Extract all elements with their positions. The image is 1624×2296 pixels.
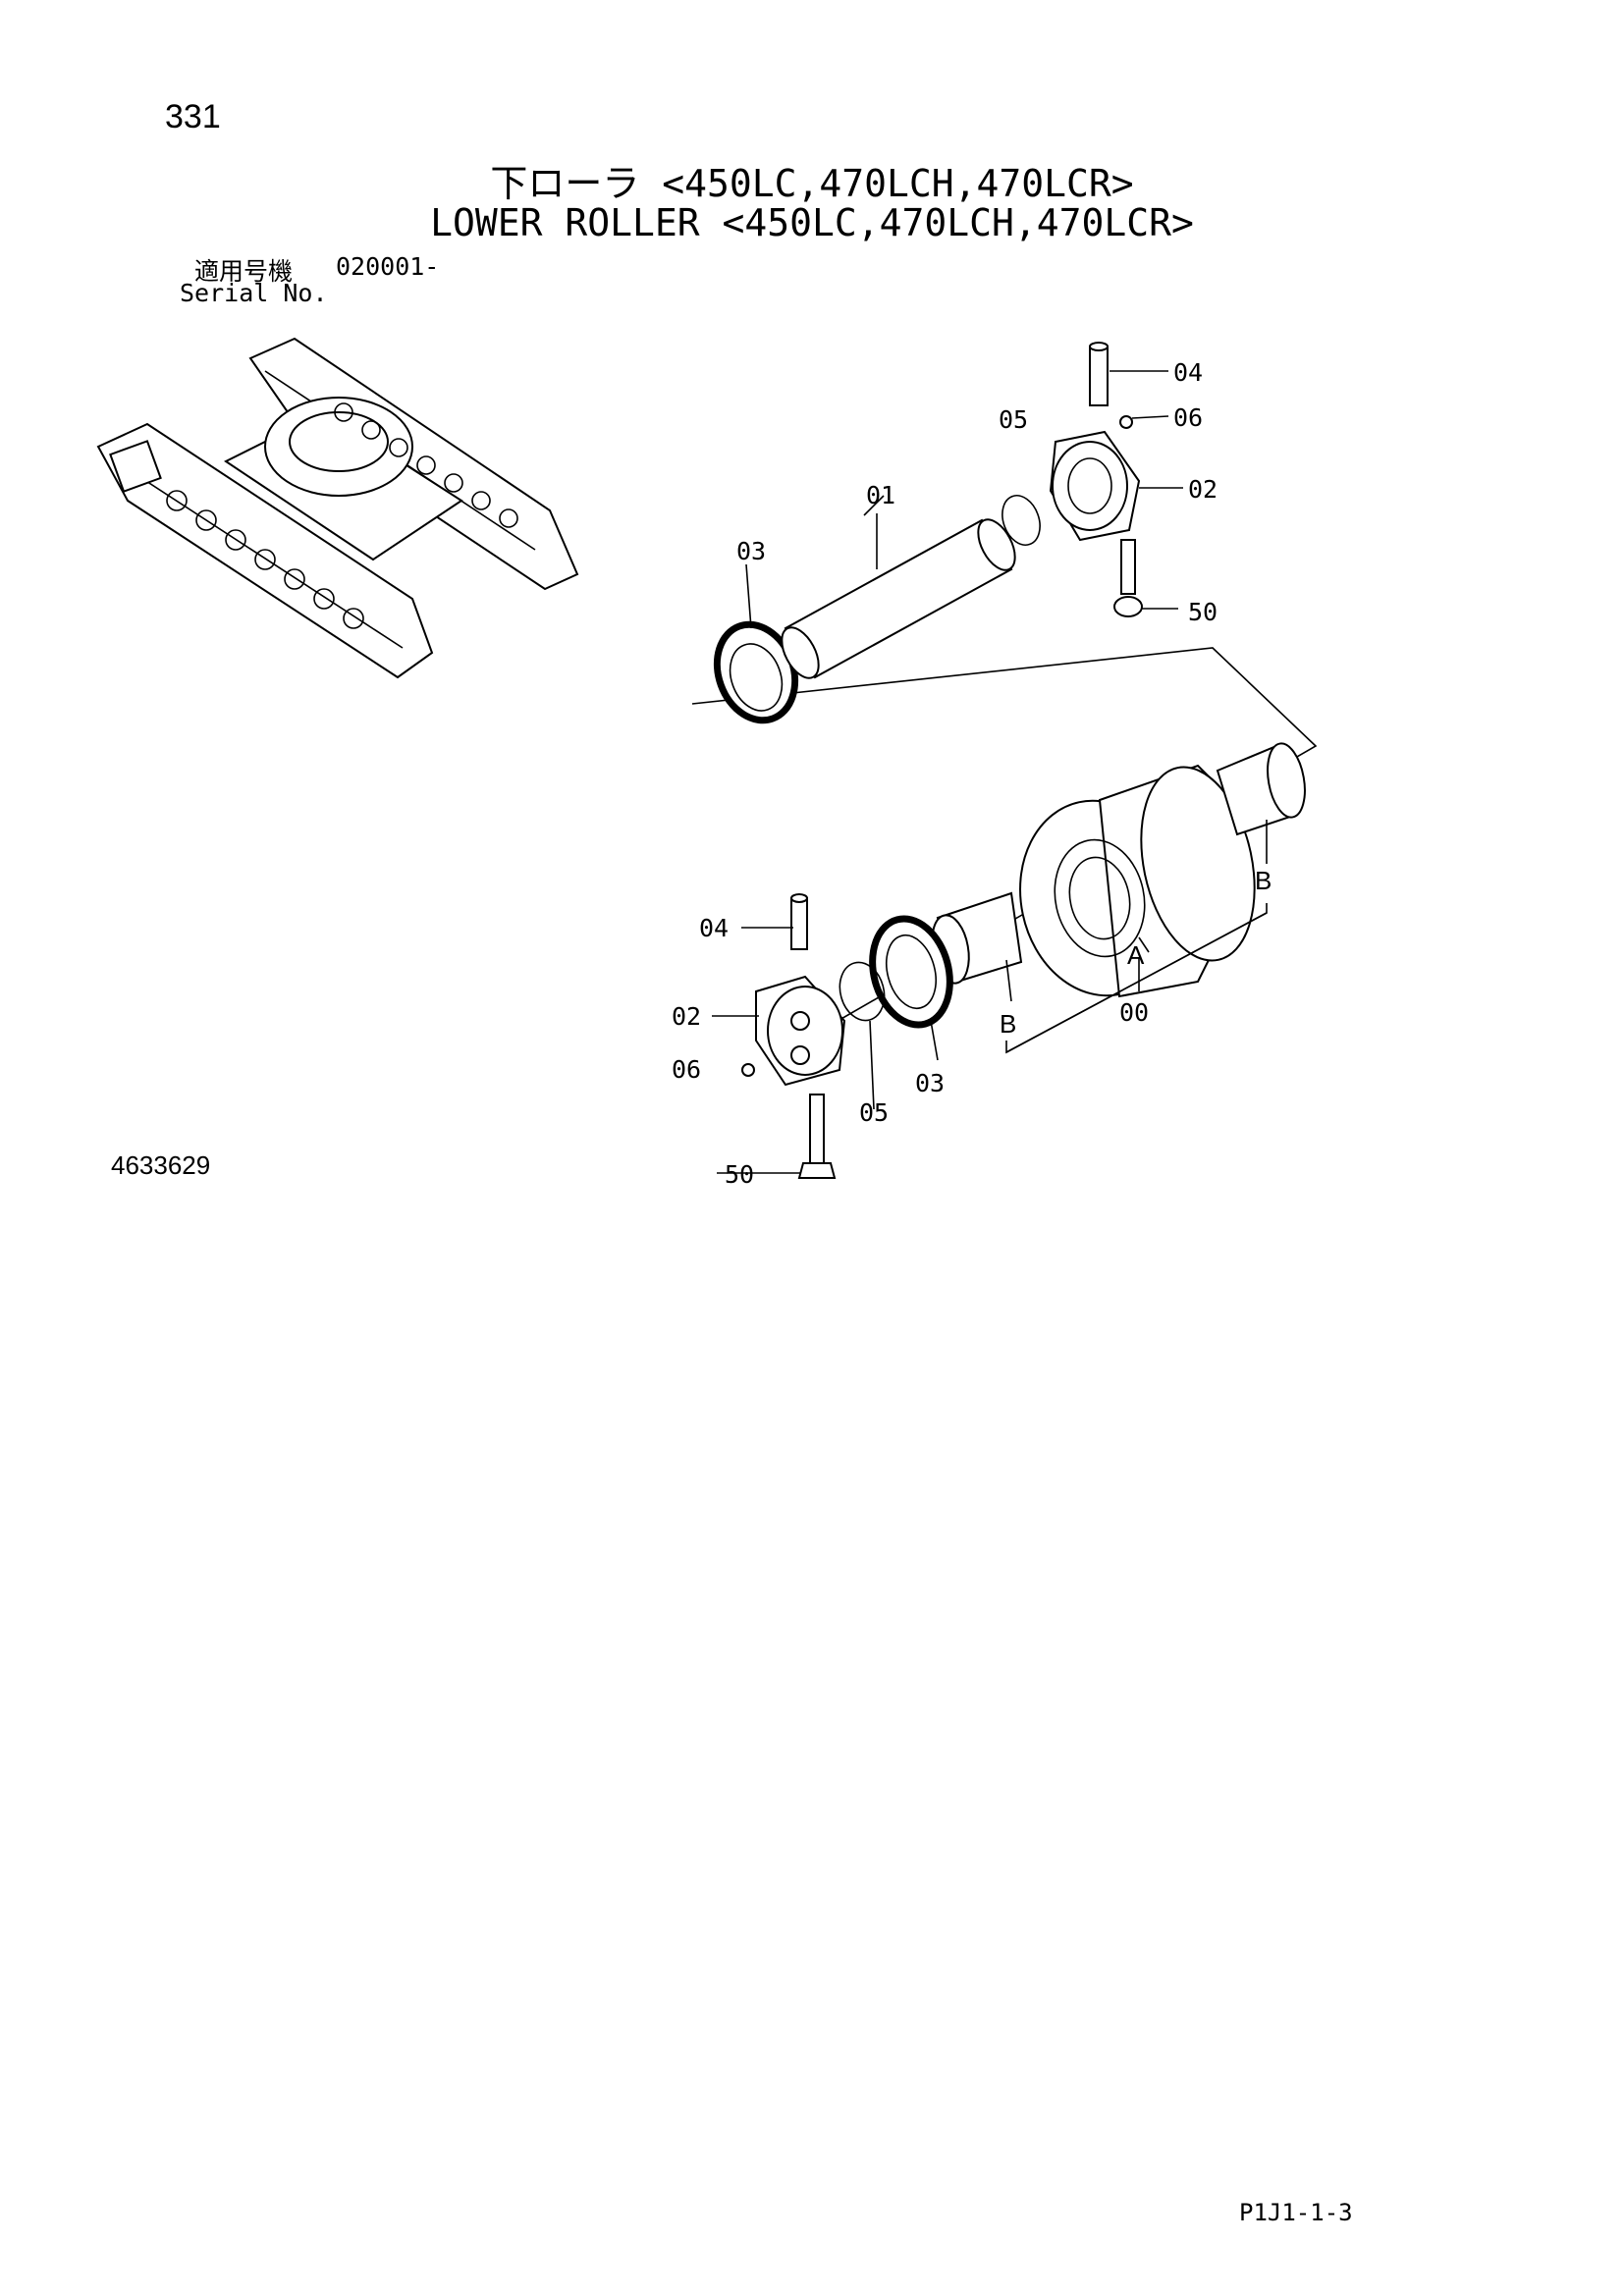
- serial-label-japanese: 適用号機: [194, 257, 294, 286]
- label-B-right: B: [1255, 866, 1272, 895]
- callout-05-upper: 05: [999, 405, 1028, 434]
- callout-01-upper: 01: [866, 481, 895, 509]
- callout-06-upper: 06: [1173, 403, 1203, 432]
- callout-04-upper: 04: [1173, 358, 1203, 387]
- drawing-number: 4633629: [111, 1150, 211, 1180]
- serial-label-english: Serial No.: [180, 279, 328, 307]
- callout-50-upper: 50: [1188, 598, 1218, 626]
- callout-04-lower: 04: [699, 914, 729, 942]
- lower-roller-assembly: [712, 742, 1306, 1179]
- label-B-left: B: [1000, 1009, 1016, 1039]
- page-code: P1J1-1-3: [1239, 2199, 1353, 2226]
- callout-03-lower: 03: [915, 1069, 945, 1097]
- page-title-japanese: 下ローラ <450LC,470LCH,470LCR>: [490, 162, 1134, 205]
- page-number: 331: [165, 98, 221, 135]
- callout-00-roller: 00: [1119, 998, 1149, 1027]
- page-title-english: LOWER ROLLER <450LC,470LCH,470LCR>: [430, 201, 1194, 244]
- callout-02-upper: 02: [1188, 475, 1218, 504]
- serial-value: 020001-: [336, 252, 440, 281]
- undercarriage-locator-illustration: [96, 337, 579, 679]
- callout-02-lower: 02: [672, 1002, 701, 1031]
- callout-05-lower: 05: [859, 1098, 889, 1127]
- upper-shaft-assembly: [691, 342, 1318, 1043]
- callout-03-upper: 03: [736, 537, 766, 565]
- label-A: A: [1127, 940, 1145, 970]
- callout-50-lower: 50: [725, 1160, 754, 1189]
- callout-06-lower: 06: [672, 1055, 701, 1084]
